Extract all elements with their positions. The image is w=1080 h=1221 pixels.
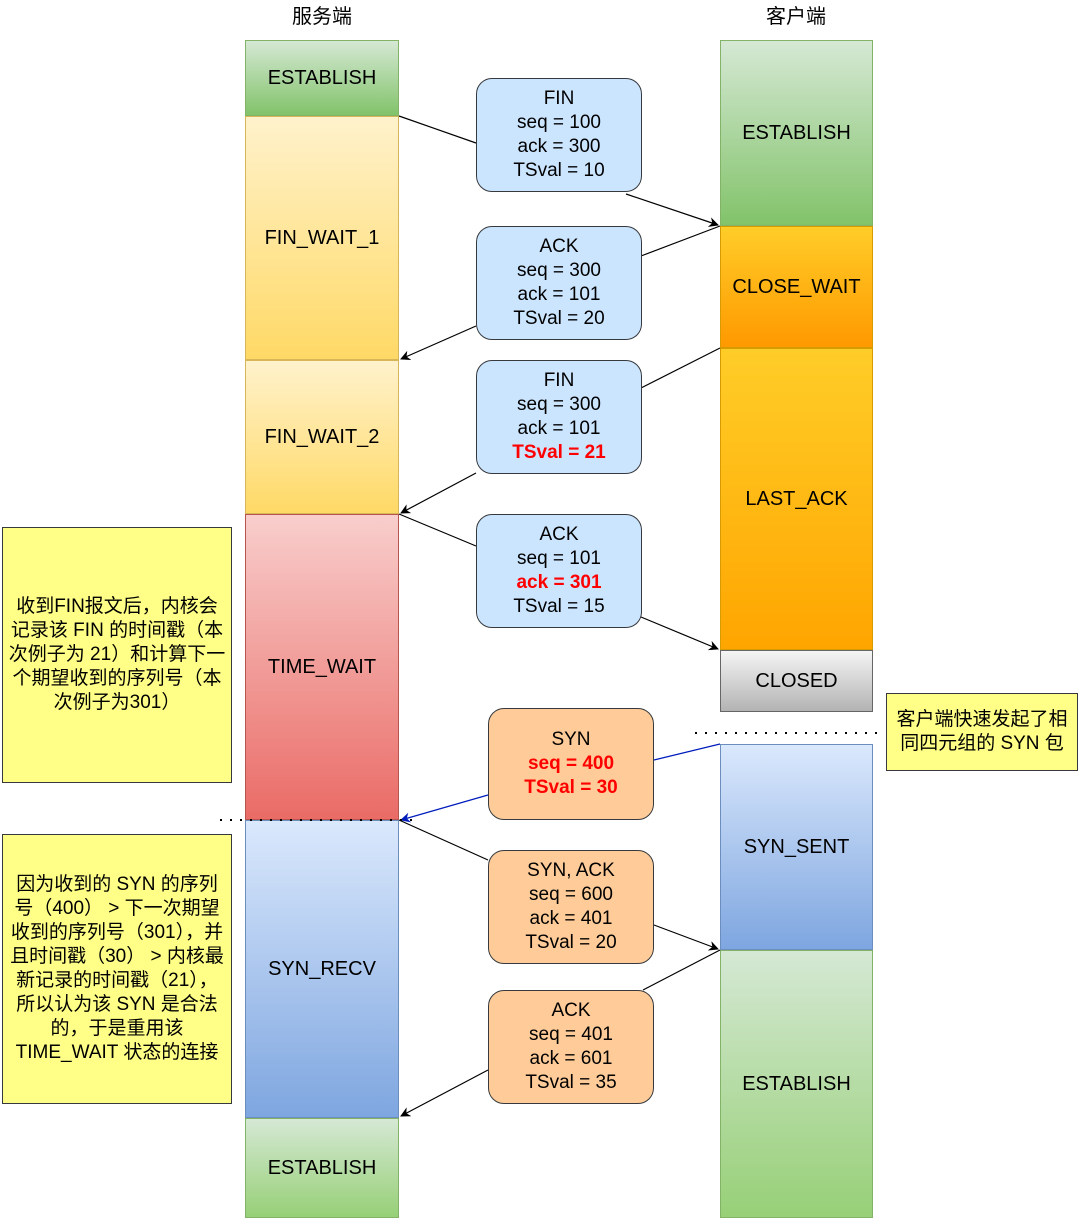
arrow-ack-1-out <box>400 325 477 360</box>
msg-line: ack = 300 <box>517 136 601 157</box>
msg-line-highlight: TSval = 21 <box>512 442 606 463</box>
client-state-syn-sent: SYN_SENT <box>720 744 873 950</box>
note-text: 收到FIN报文后，内核会记录该 FIN 的时间戳（本次例子为 21）和计算下一个… <box>8 596 226 713</box>
note-syn-recv: 因为收到的 SYN 的序列号（400） > 下一次期望收到的序列号（301），并… <box>2 834 232 1104</box>
arrow-fin-2-in <box>640 347 721 389</box>
arrow-syn-in <box>653 743 721 761</box>
state-label: ESTABLISH <box>742 121 851 144</box>
message-ack-2: ACK seq = 101 ack = 301 TSval = 15 <box>476 514 642 628</box>
msg-line: TSval = 20 <box>513 308 605 329</box>
msg-line: TSval = 10 <box>513 160 605 181</box>
state-label: FIN_WAIT_1 <box>264 226 380 249</box>
state-label: ESTABLISH <box>742 1072 851 1095</box>
server-state-fin-wait-1: FIN_WAIT_1 <box>245 116 399 360</box>
arrow-ack-2-out <box>640 616 719 651</box>
msg-line: seq = 300 <box>517 260 601 281</box>
message-syn-ack: SYN, ACK seq = 600 ack = 401 TSval = 20 <box>488 850 654 964</box>
state-label: ESTABLISH <box>267 66 377 89</box>
msg-line: TSval = 20 <box>525 932 617 953</box>
msg-line: SYN <box>551 729 591 750</box>
arrow-fin-2-out <box>400 472 477 514</box>
client-column-title: 客户端 <box>766 6 826 28</box>
msg-line: ACK <box>539 524 579 545</box>
state-label: TIME_WAIT <box>267 655 377 678</box>
client-state-establish-final: ESTABLISH <box>720 950 873 1218</box>
msg-line: ack = 401 <box>529 908 613 929</box>
msg-line: seq = 401 <box>529 1024 613 1045</box>
msg-line: ACK <box>551 1000 591 1021</box>
server-column-title: 服务端 <box>292 6 352 28</box>
state-label: CLOSED <box>755 669 838 692</box>
msg-line: seq = 600 <box>529 884 613 905</box>
server-state-fin-wait-2: FIN_WAIT_2 <box>245 360 399 514</box>
arrow-syn-out <box>400 794 489 823</box>
note-text: 因为收到的 SYN 的序列号（400） > 下一次期望收到的序列号（301），并… <box>10 874 224 1063</box>
msg-line: ack = 101 <box>517 284 601 305</box>
message-fin-2: FIN seq = 300 ack = 101 TSval = 21 <box>476 360 642 474</box>
msg-line-highlight: seq = 400 <box>527 753 615 774</box>
state-label: SYN_SENT <box>743 835 850 858</box>
message-fin-1: FIN seq = 100 ack = 300 TSval = 10 <box>476 78 642 192</box>
msg-line: TSval = 35 <box>525 1072 617 1093</box>
server-state-establish: ESTABLISH <box>245 40 399 116</box>
msg-line: seq = 101 <box>517 548 601 569</box>
client-state-close-wait: CLOSE_WAIT <box>720 226 873 348</box>
arrow-fin-1-in <box>398 115 477 144</box>
arrow-synack-in <box>398 819 489 861</box>
msg-line: ack = 101 <box>517 418 601 439</box>
arrow-fin-1-out <box>625 193 719 227</box>
msg-line-highlight: TSval = 30 <box>524 777 618 798</box>
server-state-establish-final: ESTABLISH <box>245 1118 399 1218</box>
msg-line: seq = 100 <box>517 112 601 133</box>
state-label: FIN_WAIT_2 <box>264 425 380 448</box>
msg-line: FIN <box>543 370 575 391</box>
msg-line: ack = 601 <box>529 1048 613 1069</box>
client-state-establish: ESTABLISH <box>720 40 873 226</box>
arrow-ack-3-out <box>400 1069 489 1117</box>
message-ack-1: ACK seq = 300 ack = 101 TSval = 20 <box>476 226 642 340</box>
msg-line: FIN <box>543 88 575 109</box>
state-label: CLOSE_WAIT <box>732 275 861 298</box>
message-ack-3: ACK seq = 401 ack = 601 TSval = 35 <box>488 990 654 1104</box>
note-client-syn: 客户端快速发起了相同四元组的 SYN 包 <box>886 693 1078 771</box>
msg-line: SYN, ACK <box>527 860 615 881</box>
msg-line: ACK <box>539 236 579 257</box>
arrow-ack-3-in <box>642 949 721 991</box>
state-label: LAST_ACK <box>745 487 848 510</box>
msg-line-highlight: ack = 301 <box>516 572 602 593</box>
arrow-synack-out <box>653 924 719 951</box>
state-label: SYN_RECV <box>268 957 376 980</box>
note-time-wait: 收到FIN报文后，内核会记录该 FIN 的时间戳（本次例子为 21）和计算下一个… <box>2 527 232 783</box>
note-text: 客户端快速发起了相同四元组的 SYN 包 <box>896 709 1068 754</box>
arrow-ack-2-in <box>398 513 477 547</box>
arrow-ack-1-in <box>640 225 721 257</box>
client-state-last-ack: LAST_ACK <box>720 348 873 650</box>
state-label: ESTABLISH <box>267 1156 377 1179</box>
message-syn: SYN seq = 400 TSval = 30 <box>488 708 654 820</box>
msg-line: TSval = 15 <box>513 596 605 617</box>
client-state-closed: CLOSED <box>720 650 873 712</box>
server-state-time-wait: TIME_WAIT <box>245 514 399 820</box>
msg-line: seq = 300 <box>517 394 601 415</box>
